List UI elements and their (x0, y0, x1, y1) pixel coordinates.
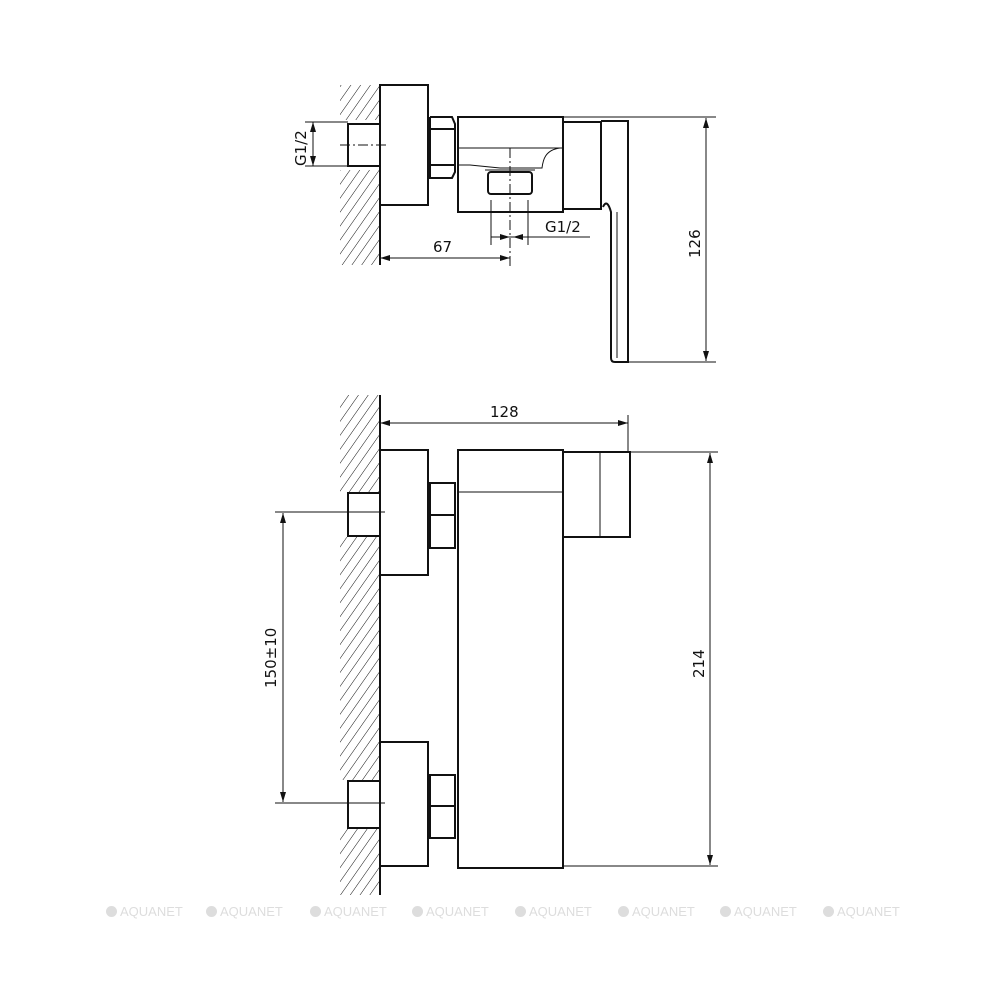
wall-hatch (340, 537, 380, 780)
logo-icon (412, 906, 423, 917)
wall-hatch (340, 395, 380, 492)
dim-body-height-label: 214 (690, 649, 708, 678)
watermark: AQUANET (823, 904, 900, 919)
top-view: G1/2 67 G1/2 126 (292, 84, 716, 363)
mixer-body (457, 449, 564, 869)
hex-nut (429, 116, 456, 179)
wall-flange (379, 84, 429, 206)
dim-width-label: 128 (490, 403, 519, 421)
wall-hatch (340, 85, 380, 120)
watermark: AQUANET (106, 904, 183, 919)
watermark: AQUANET (206, 904, 283, 919)
watermark: AQUANET (720, 904, 797, 919)
wall-hatch (340, 170, 380, 265)
dim-depth-label: 67 (433, 238, 452, 256)
watermark: AQUANET (515, 904, 592, 919)
cartridge (562, 121, 602, 210)
watermark: AQUANET (618, 904, 695, 919)
logo-icon (515, 906, 526, 917)
front-view: 128 214 150±10 (262, 395, 718, 895)
logo-icon (720, 906, 731, 917)
hex-nut-lower (429, 774, 456, 839)
wall-flange-lower (379, 741, 429, 867)
logo-icon (310, 906, 321, 917)
logo-icon (618, 906, 629, 917)
dim-outlet-label: G1/2 (545, 218, 581, 236)
watermark: AQUANET (412, 904, 489, 919)
wall-flange-upper (379, 449, 429, 576)
hex-nut-upper (429, 482, 456, 549)
dim-height-label: 126 (686, 229, 704, 258)
watermark: AQUANET (310, 904, 387, 919)
lever-handle (601, 120, 629, 363)
cartridge-handle (562, 451, 631, 538)
logo-icon (106, 906, 117, 917)
dim-centers-label: 150±10 (262, 628, 280, 688)
logo-icon (823, 906, 834, 917)
logo-icon (206, 906, 217, 917)
wall-hatch (340, 828, 380, 895)
dim-inlet-label: G1/2 (292, 130, 310, 166)
